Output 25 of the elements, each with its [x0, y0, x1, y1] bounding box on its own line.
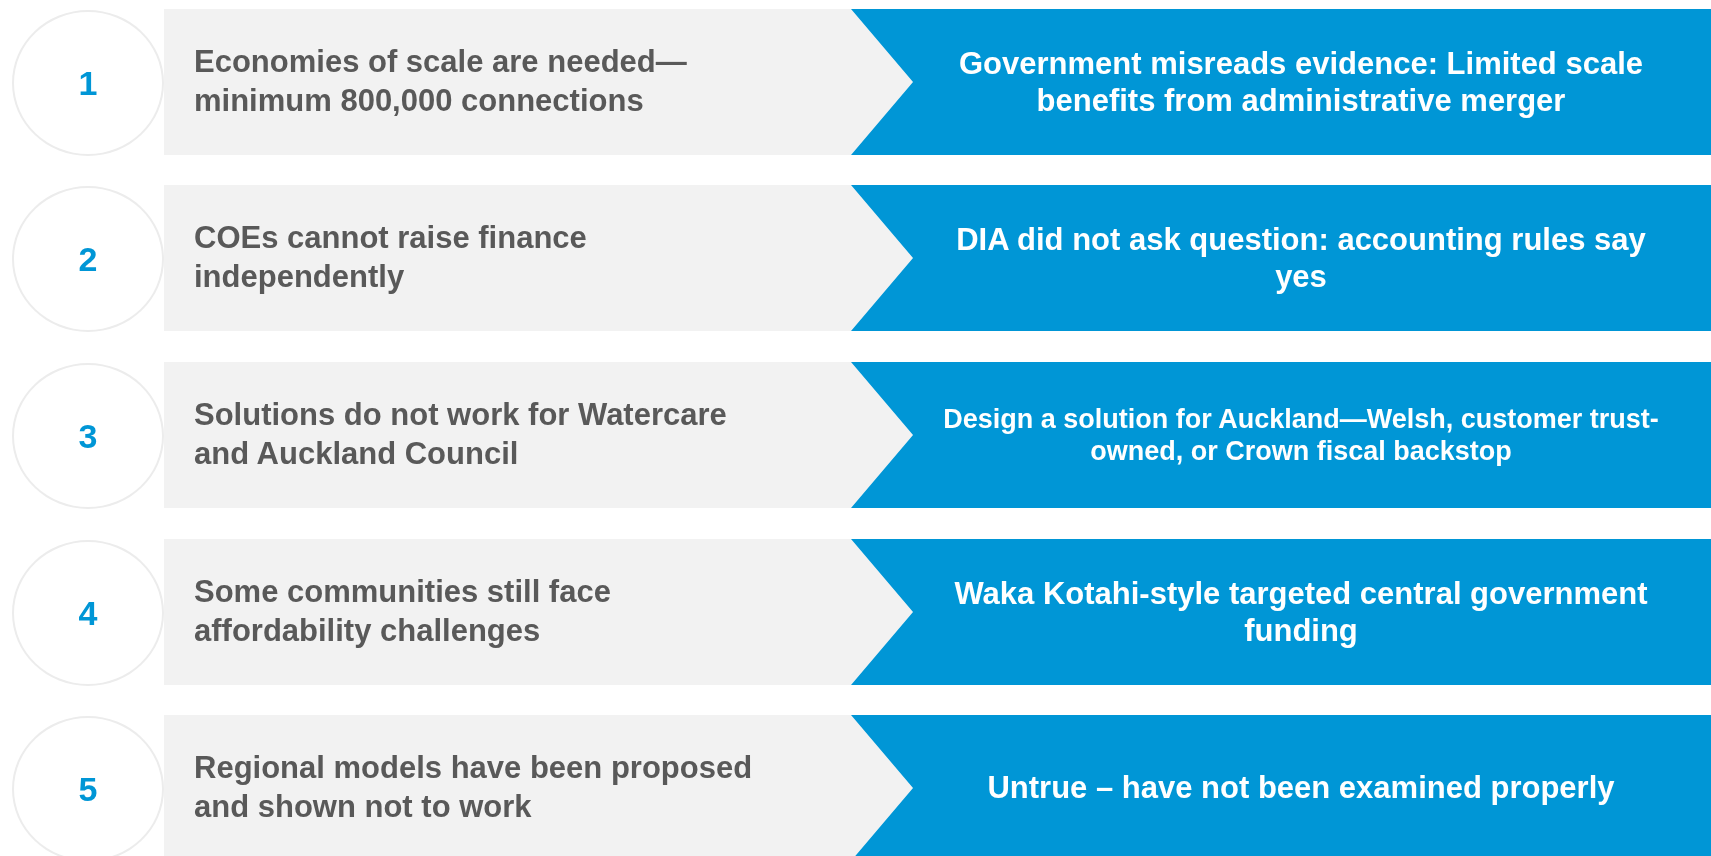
response-text: Design a solution for Auckland—Welsh, customer trust-owned, or Crown fiscal backstop	[942, 402, 1660, 468]
step-number: 2	[78, 239, 98, 279]
response-text: DIA did not ask question: accounting rules say yes	[955, 220, 1647, 296]
step-number: 4	[78, 593, 98, 633]
step-number: 5	[78, 769, 98, 809]
claim-text: COEs cannot raise finance independently	[194, 219, 588, 296]
response-chevron	[851, 9, 1711, 155]
claim-text: Some communities still face affordability challenges	[194, 573, 612, 650]
step-number: 1	[78, 63, 98, 103]
response-chevron	[851, 362, 1711, 508]
claim-text: Economies of scale are needed—minimum 800,000 connections	[194, 43, 688, 120]
response-chevron	[851, 185, 1711, 331]
statement-band	[164, 362, 913, 508]
response-text: Government misreads evidence: Limited scale benefits from administrative merger	[958, 44, 1644, 120]
statement-band	[164, 9, 913, 155]
response-text: Untrue – have not been examined properly	[986, 769, 1616, 807]
claim-text: Regional models have been proposed and shown not to work	[194, 749, 754, 826]
statement-band	[164, 185, 913, 331]
statement-band	[164, 539, 913, 685]
response-text: Waka Kotahi-style targeted central government funding	[953, 574, 1649, 650]
claim-text: Solutions do not work for Watercare and Auckland Council	[194, 396, 728, 473]
step-number: 3	[78, 416, 98, 456]
response-chevron	[851, 715, 1711, 856]
statement-band	[164, 715, 913, 856]
response-chevron	[851, 539, 1711, 685]
